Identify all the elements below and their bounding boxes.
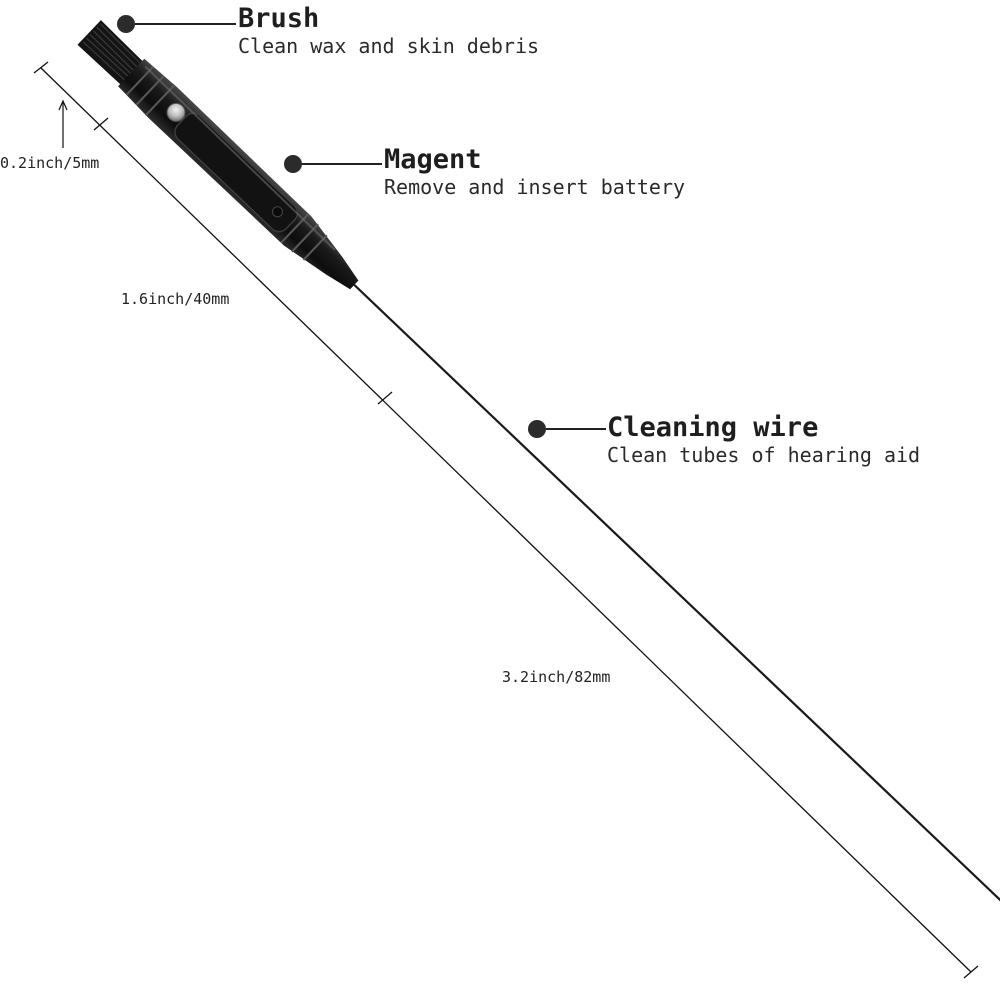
dimension-tick-brush	[93, 117, 109, 131]
cleaning-wire	[353, 284, 1000, 912]
dimension-tick-start	[33, 61, 49, 74]
magnet-description: Remove and insert battery	[384, 175, 686, 199]
callout-leader-magnet	[284, 155, 382, 173]
cleaning-wire-description: Clean tubes of hearing aid	[607, 443, 921, 467]
callout-leader-wire	[528, 420, 606, 438]
magnet-button-icon	[166, 102, 186, 122]
total-length-label: 3.2inch/82mm	[502, 668, 611, 686]
callout-dot-icon	[528, 420, 546, 438]
brush-title: Brush	[238, 3, 320, 34]
magnet-title: Magent	[384, 144, 482, 175]
handle-length-label: 1.6inch/40mm	[121, 290, 230, 308]
brush-bristles-icon	[77, 20, 144, 86]
brush-length-label: 0.2inch/5mm	[0, 154, 100, 172]
callout-dot-icon	[117, 15, 135, 33]
cleaning-wire-title: Cleaning wire	[607, 412, 819, 443]
grip-rivet-icon	[271, 206, 283, 218]
callout-leader-brush	[117, 15, 236, 33]
dimension-tick-end	[963, 965, 979, 979]
brush-length-arrow-icon	[58, 99, 68, 148]
callout-dot-icon	[284, 155, 302, 173]
cleaning-tool	[77, 20, 1000, 912]
dimension-line	[33, 61, 979, 979]
dimension-tick-handle	[377, 391, 393, 405]
brush-description: Clean wax and skin debris	[238, 34, 540, 58]
